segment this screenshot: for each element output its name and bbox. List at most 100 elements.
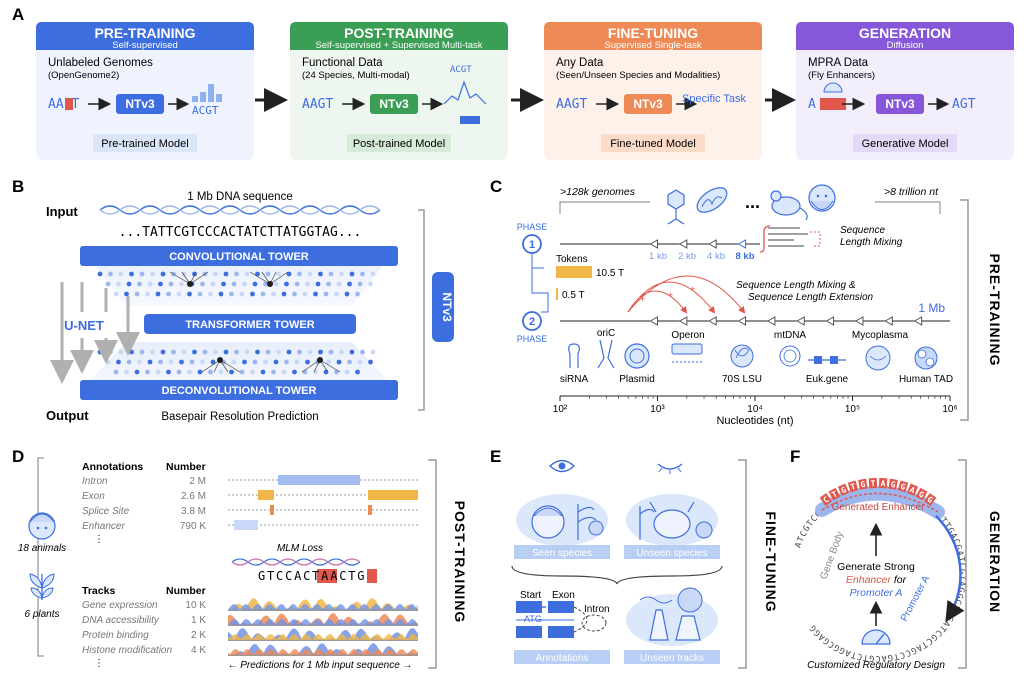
stage-data-sub: (OpenGenome2) — [48, 70, 119, 81]
stage-output: AGT — [952, 97, 976, 112]
conv-dot — [302, 291, 308, 297]
model-label: NTv3 — [885, 97, 915, 111]
deconv-dot — [355, 369, 360, 375]
ntv3-vertical-label: NTv3 — [440, 292, 454, 322]
deconv-dot — [150, 349, 155, 355]
ring-base: A — [881, 653, 887, 663]
enhancer-base-box — [888, 478, 898, 490]
ring-base: G — [869, 653, 875, 663]
stage-output: Specific Task — [682, 93, 746, 105]
length-8kb: 8 kb — [735, 251, 754, 262]
ring-base: G — [945, 526, 956, 536]
annotation-segment — [270, 505, 274, 515]
ring-base: T — [941, 521, 952, 531]
input-label: Input — [46, 204, 78, 219]
species-brace — [511, 565, 723, 585]
deconv-node — [217, 357, 223, 363]
deconv-dot — [305, 359, 310, 365]
unseen-tracks-tag — [624, 650, 720, 664]
deconv-dot — [265, 349, 271, 355]
deconv-dot — [187, 369, 192, 375]
conv-dot — [355, 291, 360, 297]
pretraining-side-label: PRE-TRAINING — [987, 253, 1003, 366]
ring-base: G — [822, 635, 832, 646]
deconv-dot — [234, 349, 239, 355]
ring-base: T — [937, 623, 948, 633]
result-label: Pre-trained Model — [101, 138, 188, 150]
ring-base: C — [904, 647, 912, 658]
ring-base: G — [929, 631, 939, 642]
deconv-dot — [281, 369, 287, 375]
stage-header — [36, 22, 254, 50]
ring-base: A — [947, 532, 958, 541]
phase2-circle — [522, 311, 542, 331]
conv-dot — [370, 271, 376, 277]
result-badge — [853, 134, 957, 152]
deconv-dot — [328, 349, 334, 355]
organism-ellipsis: ... — [745, 192, 760, 212]
panel-letter-c: C — [490, 177, 502, 196]
token-bar-value: 0.5 T — [562, 290, 585, 301]
object-oric: oriC — [597, 328, 615, 339]
unseen-species-illustration — [626, 494, 718, 546]
track-signal — [228, 598, 418, 610]
enhancer-base-box — [858, 478, 868, 490]
object-sirna: siRNA — [560, 374, 589, 385]
masked-token — [317, 569, 327, 583]
animals-count: 18 animals — [18, 543, 66, 554]
conv-dot — [242, 281, 247, 287]
result-badge — [93, 134, 197, 152]
ring-base: C — [856, 651, 863, 662]
eye-closed-icon — [657, 463, 683, 474]
axis-tick-label: 10⁵ — [845, 404, 860, 415]
annotations-tag-label: Annotations — [536, 653, 589, 664]
conv-dot — [166, 291, 171, 297]
stage-input-sequence: A — [808, 97, 816, 112]
deconv-dot — [349, 349, 355, 355]
tracks-number-header: Number — [166, 585, 206, 597]
stage-output: ACGT — [450, 65, 472, 75]
deconv-dot — [336, 359, 342, 365]
conv-node — [267, 281, 273, 287]
conv-dot — [328, 271, 334, 277]
deconv-dot — [210, 359, 216, 365]
stage-title: POST-TRAINING — [344, 25, 454, 41]
deconv-dot — [239, 369, 245, 375]
deconv-dot — [313, 369, 318, 375]
stage-data-title: Functional Data — [302, 57, 383, 69]
deconv-dot — [126, 359, 132, 365]
stage-header — [290, 22, 508, 50]
convolutional-tower-label: CONVOLUTIONAL TOWER — [169, 251, 309, 263]
ring-base: G — [808, 623, 819, 633]
ring-base: C — [950, 538, 961, 547]
deconv-dot — [229, 369, 234, 375]
deconv-dot — [129, 349, 134, 355]
ring-base: C — [924, 635, 934, 646]
intron-label: Intron — [584, 604, 610, 615]
conv-dot — [234, 271, 239, 277]
conv-dot — [213, 271, 218, 277]
conv-dot — [244, 271, 250, 277]
token-bar-chart: 10.5 T0.5 T — [556, 266, 624, 301]
deconv-dot — [276, 349, 281, 355]
start-label: Start — [520, 590, 541, 601]
input-sequence: ...TATTCGTCCCACTATCTTATGGTAG... — [119, 225, 362, 240]
annotation-number: 2.6 M — [181, 491, 206, 502]
conv-dot — [129, 271, 134, 277]
length-marker — [825, 316, 835, 326]
enhancer-base: C — [822, 495, 831, 505]
ring-base: C — [827, 639, 837, 650]
deconv-dot — [223, 349, 229, 355]
deconv-dot — [155, 369, 161, 375]
object-70s-lsu: 70S LSU — [722, 374, 762, 385]
ring-base: T — [919, 639, 929, 650]
phase1-number: 1 — [529, 239, 535, 251]
ring-base: A — [817, 631, 827, 642]
conv-dot — [160, 271, 166, 277]
length-marker — [913, 316, 923, 326]
conv-dot — [271, 291, 276, 297]
stage-input-sequence: AA T — [48, 97, 79, 112]
